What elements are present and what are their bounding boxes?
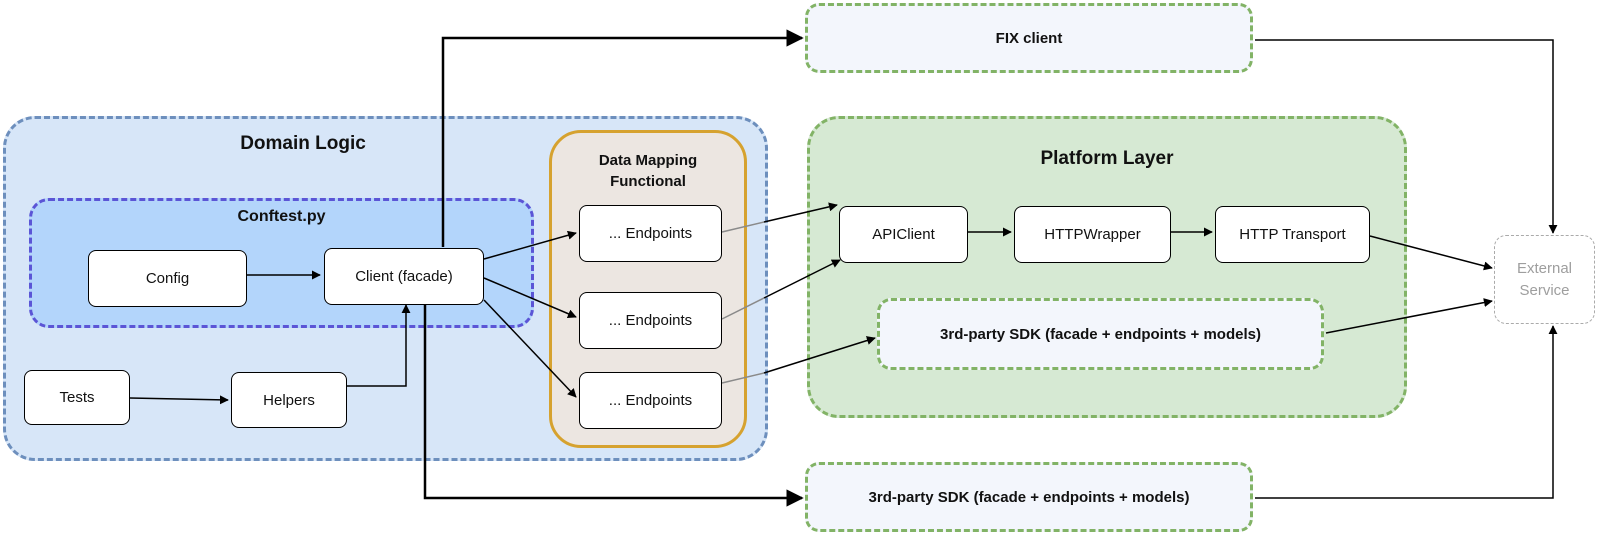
apiclient-label: APIClient bbox=[872, 226, 935, 243]
client-to-endpoints-1-arrow bbox=[483, 230, 577, 260]
fix-client-label: FIX client bbox=[995, 29, 1063, 47]
httpwrapper-node[interactable]: HTTPWrapper bbox=[1014, 206, 1171, 263]
endpoints-node-2[interactable]: ... Endpoints bbox=[579, 292, 722, 349]
sdk-inner-label: 3rd-party SDK (facade + endpoints + mode… bbox=[940, 325, 1261, 343]
external-service-node[interactable]: External Service bbox=[1494, 235, 1595, 324]
tests-label: Tests bbox=[59, 389, 95, 406]
sdk-bottom-label: 3rd-party SDK (facade + endpoints + mode… bbox=[868, 488, 1190, 506]
fix-client-node[interactable]: FIX client bbox=[805, 3, 1253, 73]
endpoints-2-to-apiclient-arrow bbox=[763, 259, 841, 299]
client-to-fix-arrow bbox=[441, 29, 804, 247]
endpoints-3-label: ... Endpoints bbox=[608, 392, 693, 409]
helpers-label: Helpers bbox=[263, 391, 315, 409]
data-mapping-title: Data Mapping Functional bbox=[549, 150, 747, 192]
endpoints-node-1[interactable]: ... Endpoints bbox=[579, 205, 722, 262]
helpers-node[interactable]: Helpers bbox=[231, 372, 347, 428]
config-label: Config bbox=[145, 270, 190, 287]
http-transport-label: HTTP Transport bbox=[1239, 226, 1346, 243]
httpwrapper-label: HTTPWrapper bbox=[1044, 226, 1141, 243]
platform-layer-title: Platform Layer bbox=[1040, 148, 1174, 169]
config-node[interactable]: Config bbox=[88, 250, 247, 307]
external-service-line2: Service bbox=[1519, 281, 1570, 299]
helpers-to-client-arrow bbox=[347, 304, 411, 387]
fix-to-external-arrow bbox=[1255, 39, 1558, 234]
http-transport-node[interactable]: HTTP Transport bbox=[1215, 206, 1370, 263]
client-to-endpoints-3-arrow bbox=[483, 299, 577, 398]
conftest-title: Conftest.py bbox=[237, 208, 326, 225]
endpoints-node-3[interactable]: ... Endpoints bbox=[579, 372, 722, 429]
data-mapping-title-line2: Functional bbox=[610, 173, 686, 190]
data-mapping-title-line1: Data Mapping bbox=[598, 152, 698, 169]
sdk-inner-to-external-arrow bbox=[1325, 298, 1493, 334]
sdk-bottom-to-external-arrow bbox=[1255, 325, 1558, 499]
external-service-line1: External bbox=[1516, 259, 1573, 277]
sdk-inner-node[interactable]: 3rd-party SDK (facade + endpoints + mode… bbox=[877, 298, 1324, 370]
endpoints-1-label: ... Endpoints bbox=[608, 225, 693, 242]
client-to-sdk-bottom-arrow bbox=[423, 302, 804, 507]
tests-node[interactable]: Tests bbox=[24, 370, 130, 425]
tests-to-helpers-arrow bbox=[129, 395, 229, 405]
endpoints-1-to-apiclient-arrow bbox=[763, 202, 838, 223]
domain-logic-title: Domain Logic bbox=[240, 133, 366, 154]
endpoints-3-to-sdk-inner-arrow bbox=[763, 336, 876, 374]
sdk-bottom-node[interactable]: 3rd-party SDK (facade + endpoints + mode… bbox=[805, 462, 1253, 532]
client-facade-node[interactable]: Client (facade) bbox=[324, 248, 484, 305]
apiclient-node[interactable]: APIClient bbox=[839, 206, 968, 263]
endpoints-2-label: ... Endpoints bbox=[608, 312, 693, 329]
external-service-label: External Service bbox=[1517, 258, 1572, 302]
client-facade-label: Client (facade) bbox=[355, 268, 453, 285]
transport-to-external-arrow bbox=[1369, 235, 1493, 271]
client-to-endpoints-2-arrow bbox=[483, 277, 577, 318]
